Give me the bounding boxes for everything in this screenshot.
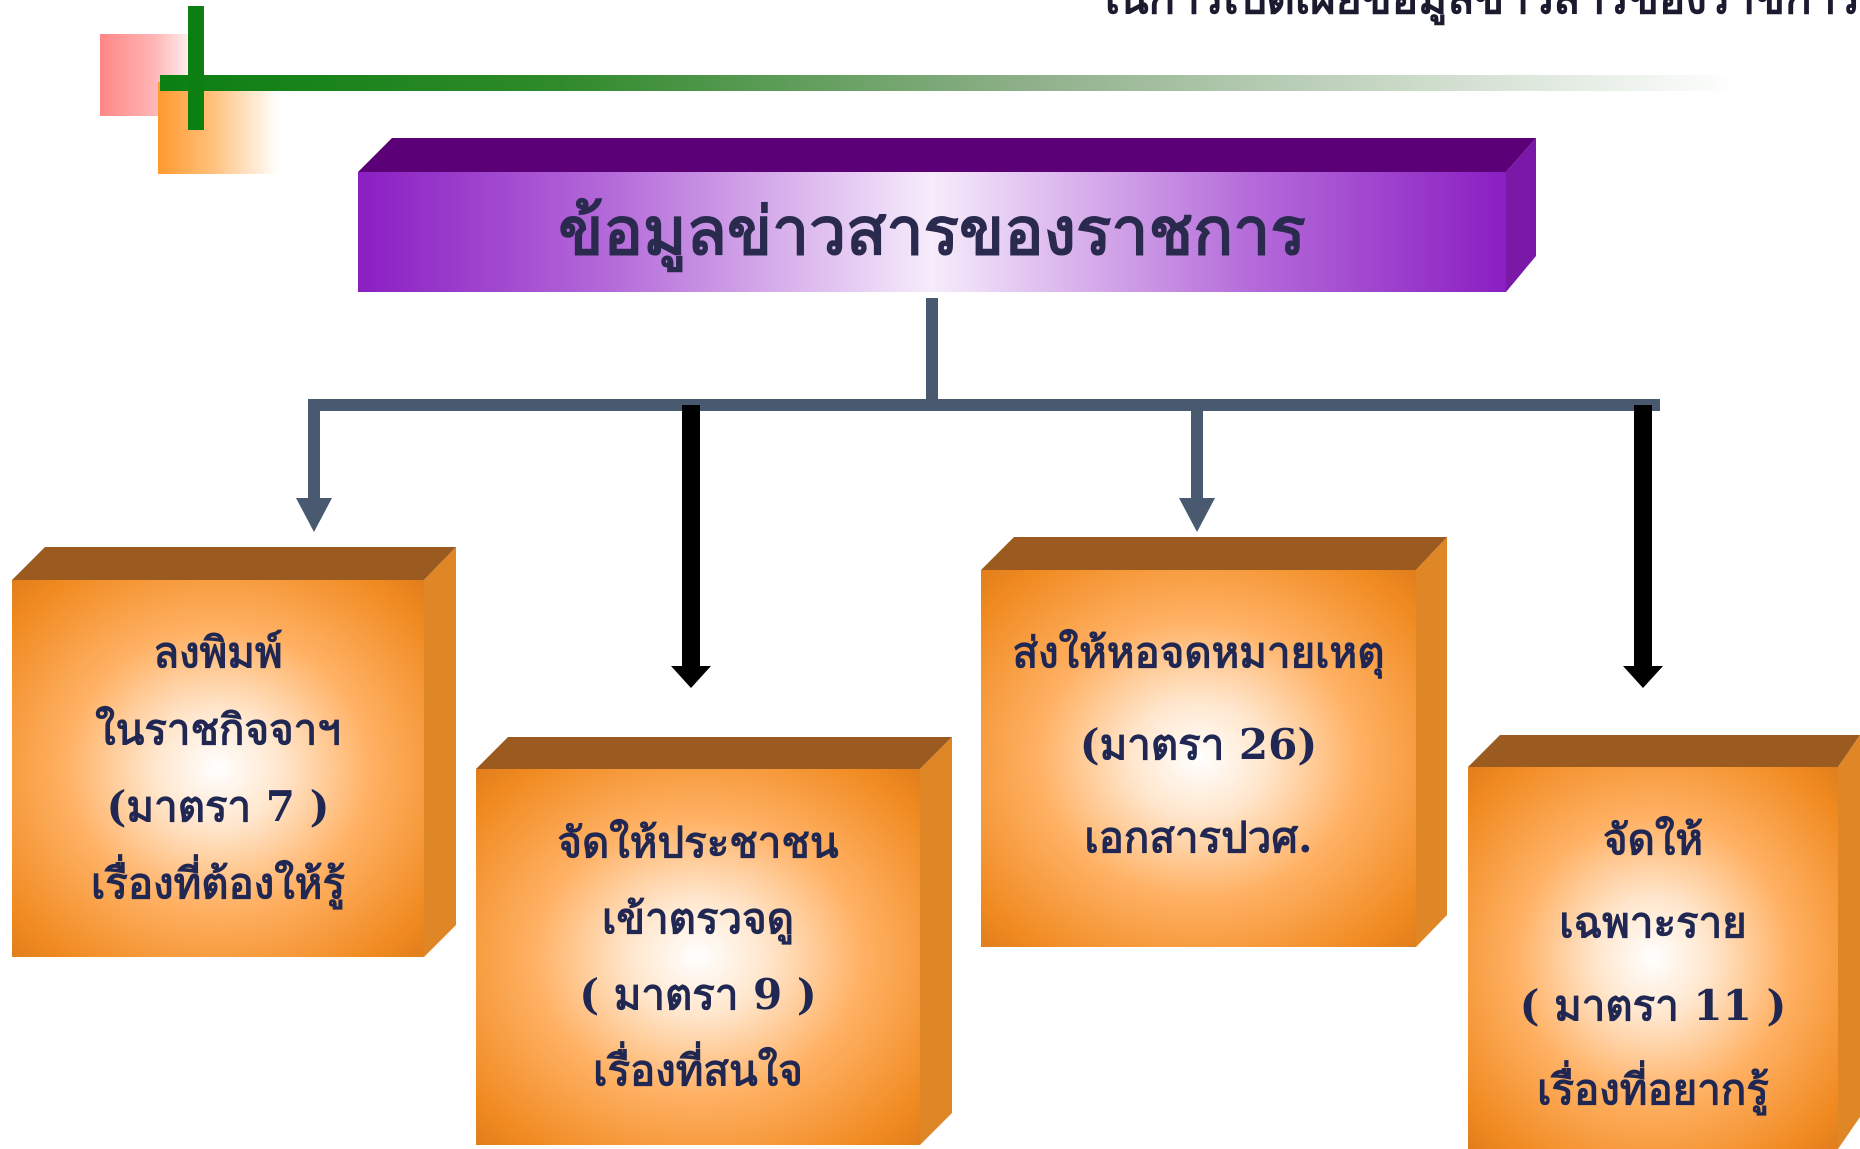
box-national-archives: ส่งให้หอจดหมายเหตุ (มาตรา 26) เอกสารปวศ.: [981, 537, 1447, 947]
root-box-bevel: [358, 138, 1536, 292]
arrow-4-head: [1623, 666, 1663, 688]
box-2-line-1: จัดให้ประชาชน: [557, 817, 839, 867]
ornament-vertical-line: [188, 6, 204, 130]
box-publish-gazette: ลงพิมพ์ ในราชกิจจาฯ (มาตรา 7 ) เรื่องที่…: [12, 547, 456, 957]
box-3-line-2: (มาตรา 26): [1079, 720, 1318, 770]
box-individual-request: จัดให้ เฉพาะราย ( มาตรา 11 ) เรื่องที่อย…: [1468, 735, 1860, 1149]
page-title: ในการเปิดเผยข้อมูลข่าวสารของราชการ: [1097, 0, 1860, 28]
arrow-1-head: [296, 498, 332, 532]
box-3-line-1: ส่งให้หอจดหมายเหตุ: [1012, 627, 1385, 677]
box-1-line-1: ลงพิมพ์: [153, 627, 283, 677]
box-3-line-3: เอกสารปวศ.: [1084, 813, 1313, 863]
box-1-bevel: [12, 547, 456, 957]
ornament-orange-square: [158, 82, 278, 174]
root-label: ข้อมูลข่าวสารของราชการ: [558, 192, 1306, 271]
box-1-line-2: ในราชกิจจาฯ: [95, 704, 341, 754]
box-4-line-4: เรื่องที่อยากรู้: [1537, 1064, 1769, 1114]
box-4-line-2: เฉพาะราย: [1559, 898, 1747, 948]
box-1-line-4: เรื่องที่ต้องให้รู้: [90, 858, 346, 908]
root-box: ข้อมูลข่าวสารของราชการ: [358, 138, 1536, 292]
box-2-line-4: เรื่องที่สนใจ: [593, 1045, 803, 1095]
arrow-2-head: [671, 666, 711, 688]
box-2-line-2: เข้าตรวจดู: [602, 893, 794, 943]
box-4-bevel: [1468, 735, 1860, 1149]
arrow-3-head: [1179, 498, 1215, 532]
box-3-bevel: [981, 537, 1447, 947]
box-public-inspection: จัดให้ประชาชน เข้าตรวจดู ( มาตรา 9 ) เรื…: [476, 737, 952, 1145]
box-2-line-3: ( มาตรา 9 ): [579, 969, 817, 1019]
ornament-horizontal-line: [160, 75, 1740, 91]
box-2-bevel: [476, 737, 952, 1145]
box-4-line-1: จัดให้: [1602, 814, 1704, 864]
box-4-line-3: ( มาตรา 11 ): [1519, 981, 1787, 1031]
box-1-line-3: (มาตรา 7 ): [106, 781, 330, 831]
